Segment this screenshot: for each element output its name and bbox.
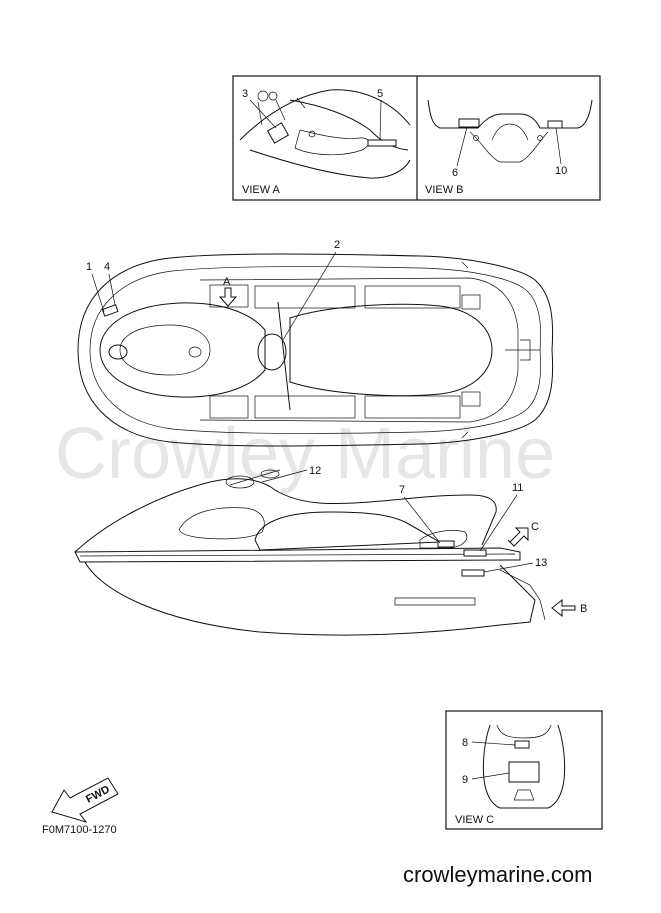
callout-7: 7 [399,484,405,496]
site-brand: crowleymarine.com [403,862,593,887]
arrow-b-label: B [580,603,587,615]
arrow-c-label: C [531,521,539,533]
callout-10: 10 [555,165,567,177]
side-view-drawing [74,469,576,636]
view-a-drawing [239,89,411,179]
callout-1: 1 [86,261,92,273]
callout-9: 9 [462,774,468,786]
callout-8: 8 [462,737,468,749]
view-c-caption: VIEW C [455,814,494,826]
view-a-caption: VIEW A [242,184,281,196]
top-view-drawing [77,253,554,447]
view-b-drawing [427,99,593,163]
part-code: F0M7100-1270 [42,824,117,836]
callout-13: 13 [535,557,547,569]
arrow-a-label: A [223,276,231,288]
callout-11: 11 [512,482,523,494]
callout-12: 12 [309,465,321,477]
callout-3: 3 [242,88,248,100]
callout-2: 2 [334,239,340,251]
callout-6: 6 [452,167,458,179]
callout-5: 5 [377,88,383,100]
fwd-label: FWD [84,783,112,805]
view-a-b-box: 3 5 6 10 VIEW A VIEW B [232,75,601,201]
view-b-caption: VIEW B [425,184,464,196]
callout-4: 4 [104,261,110,273]
fwd-arrow-icon: FWD [51,777,119,823]
view-c-box [445,710,603,830]
